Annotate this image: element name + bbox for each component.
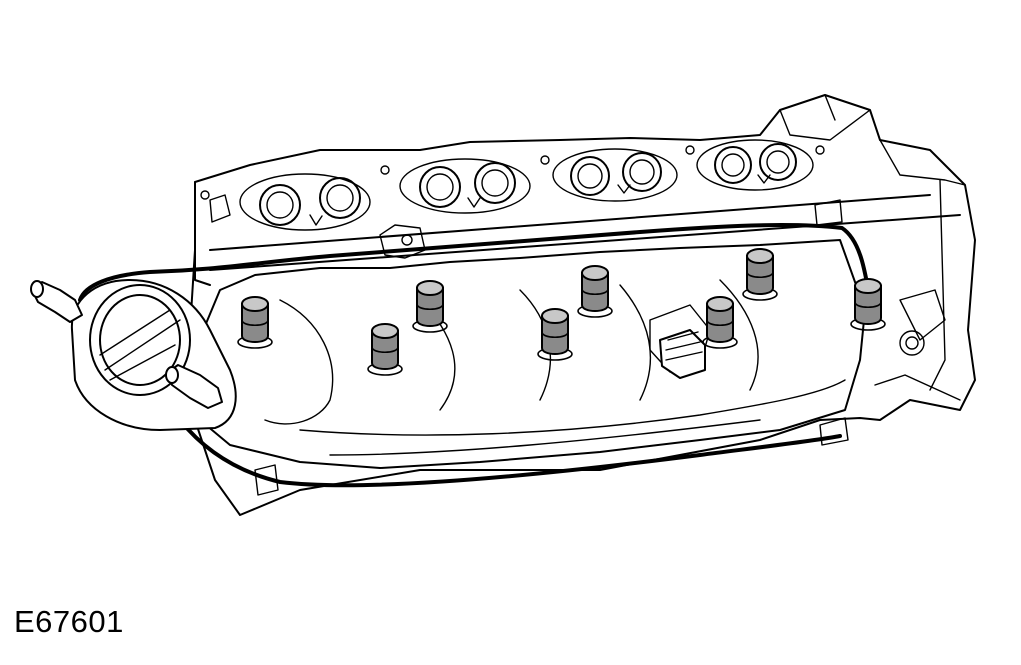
manifold-stud <box>237 296 273 349</box>
flange-stud-lower <box>165 364 223 409</box>
oxygen-sensor-boss <box>659 329 706 379</box>
manifold-gasket <box>78 223 872 488</box>
manifold-stud <box>577 265 613 318</box>
manifold-studs <box>237 248 886 376</box>
manifold-stud <box>367 323 403 376</box>
combustion-chambers <box>200 139 825 231</box>
manifold-stud <box>412 280 448 333</box>
figure-reference-code: E67601 <box>14 604 124 639</box>
manifold-stud <box>742 248 778 301</box>
manifold-stud <box>537 308 573 361</box>
flange-stud-left <box>30 280 83 323</box>
manifold-stud <box>702 296 738 349</box>
manifold-stud <box>850 278 886 331</box>
